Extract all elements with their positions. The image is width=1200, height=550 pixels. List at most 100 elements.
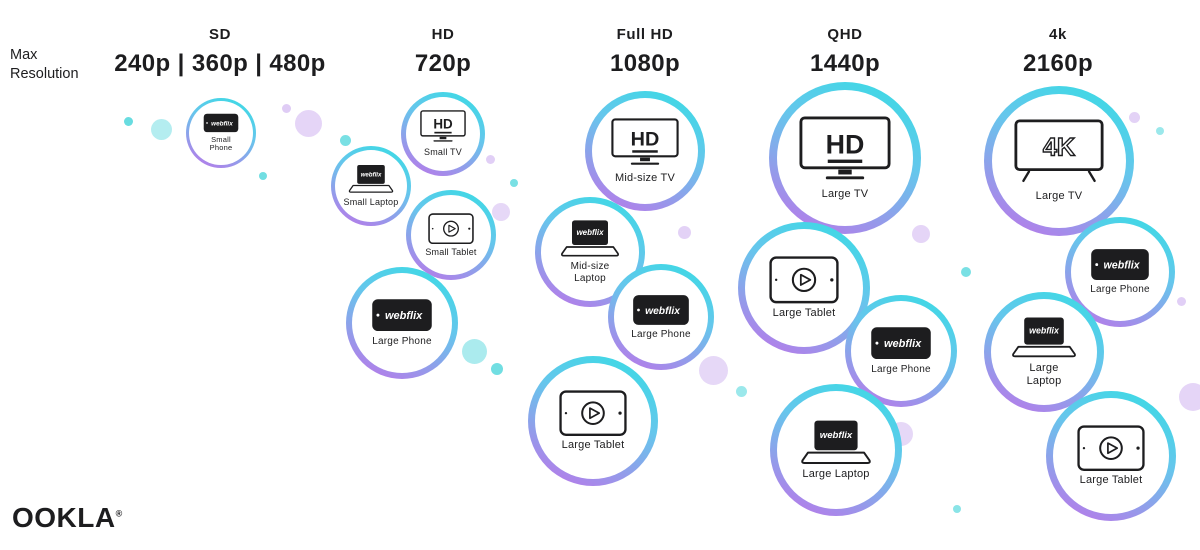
webflix-phone-icon: webflix <box>1090 248 1150 281</box>
bubble-content: webflix Large Laptop <box>991 299 1097 405</box>
bubble-4k-large-tv: 4K Large TV <box>984 86 1134 236</box>
registered-mark: ® <box>115 508 123 519</box>
bubble-label: Large Tablet <box>772 306 836 319</box>
bubble-label: Mid-size TV <box>614 171 676 184</box>
decor-dot <box>461 338 487 364</box>
bubble-label: Large Tablet <box>1079 474 1143 487</box>
bubble-label: Mid-size Laptop <box>570 261 610 284</box>
bubble-qhd-large-tv: HD Large TV <box>769 82 921 234</box>
axis-label: Max Resolution <box>10 47 79 82</box>
decor-dot <box>1176 296 1186 306</box>
bubble-content: Large Tablet <box>1053 398 1169 514</box>
decor-dot <box>912 225 930 243</box>
decor-dot <box>735 385 747 397</box>
decor-dot <box>259 172 267 180</box>
bubble-4k-large-tablet: Large Tablet <box>1046 391 1176 521</box>
svg-text:webflix: webflix <box>820 430 853 441</box>
bubble-content: webflix Mid-size Laptop <box>541 203 639 301</box>
decor-dot <box>698 355 728 385</box>
bubble-label: Large Phone <box>631 328 691 340</box>
bubble-content: HD Large TV <box>777 90 913 226</box>
webflix-laptop-icon: webflix <box>560 219 620 258</box>
webflix-phone-icon: webflix <box>371 298 433 332</box>
bubble-label: Large Phone <box>871 363 931 375</box>
bubble-label: Small Phone <box>209 134 233 153</box>
webflix-laptop-icon: webflix <box>800 419 872 465</box>
decor-dot <box>281 103 291 113</box>
bubble-fhd-large-tablet: Large Tablet <box>528 356 658 486</box>
svg-text:webflix: webflix <box>1029 326 1060 336</box>
column-resolution: 2160p <box>1022 50 1094 77</box>
bubble-4k-large-laptop: webflix Large Laptop <box>984 292 1104 412</box>
decor-dot <box>150 118 172 140</box>
column-header-qhd: QHD 1440p <box>810 26 880 78</box>
svg-text:webflix: webflix <box>385 311 423 323</box>
bubble-label: Large TV <box>821 187 869 200</box>
decor-dot <box>491 363 503 375</box>
webflix-laptop-icon: webflix <box>348 164 394 194</box>
webflix-laptop-icon: webflix <box>1011 316 1077 359</box>
webflix-phone-icon: webflix <box>870 326 932 360</box>
decor-dot <box>1128 111 1140 123</box>
bubble-label: Small TV <box>424 147 462 158</box>
bubble-content: Small Tablet <box>411 195 491 275</box>
hd-tv-icon: HD <box>799 115 891 185</box>
column-header-hd: HD 720p <box>415 26 471 78</box>
column-header-full-hd: Full HD 1080p <box>610 26 680 78</box>
bubble-content: HD Mid-size TV <box>592 98 698 204</box>
column-name: SD <box>208 26 232 43</box>
decor-dot <box>485 154 495 164</box>
svg-text:webflix: webflix <box>361 172 382 179</box>
svg-text:webflix: webflix <box>576 228 604 237</box>
column-resolution: 1440p <box>809 50 881 77</box>
column-name: HD <box>431 26 455 43</box>
bubble-fhd-mid-laptop: webflix Mid-size Laptop <box>535 197 645 307</box>
bubble-label: Large Phone <box>1090 284 1150 296</box>
bubble-label: Large Tablet <box>561 439 625 452</box>
bubble-label: Large Laptop <box>1026 361 1062 387</box>
decor-dot <box>510 179 518 187</box>
bubble-content: 4K Large TV <box>992 94 1126 228</box>
decor-dot <box>339 134 351 146</box>
column-name: Full HD <box>616 26 674 43</box>
decor-dot <box>123 116 133 126</box>
hd-tv-icon: HD <box>420 110 466 145</box>
bubble-content: Large Tablet <box>745 229 863 347</box>
bubble-hd-small-tablet: Small Tablet <box>406 190 496 280</box>
bubble-content: HD Small TV <box>406 97 480 171</box>
decor-dot <box>677 225 691 239</box>
svg-text:webflix: webflix <box>884 339 922 351</box>
svg-text:HD: HD <box>826 129 865 159</box>
decor-dot <box>961 267 971 277</box>
bubble-label: Large TV <box>1035 189 1083 202</box>
svg-text:4K: 4K <box>1043 134 1076 162</box>
bubble-fhd-mid-tv: HD Mid-size TV <box>585 91 705 211</box>
play-tablet-icon <box>559 390 627 436</box>
bubble-qhd-large-laptop: webflix Large Laptop <box>770 384 902 516</box>
column-name: QHD <box>827 26 863 43</box>
bubble-label: Large Laptop <box>802 468 870 481</box>
column-header-4k: 4k 2160p <box>1023 26 1093 78</box>
column-name: 4k <box>1049 26 1067 43</box>
decor-dot <box>294 109 322 137</box>
column-header-sd: SD 240p | 360p | 480p <box>114 26 325 78</box>
bubble-hd-small-tv: HD Small TV <box>401 92 485 176</box>
play-tablet-icon <box>1077 425 1145 471</box>
webflix-phone-icon: webflix <box>632 294 690 326</box>
play-tablet-icon <box>428 212 474 244</box>
play-tablet-icon <box>769 256 839 304</box>
bubble-content: Large Tablet <box>535 363 651 479</box>
svg-text:webflix: webflix <box>645 305 681 316</box>
hd-tv-icon: HD <box>611 117 679 169</box>
svg-text:webflix: webflix <box>1104 260 1141 272</box>
bubble-hd-small-laptop: webflix Small Laptop <box>331 146 411 226</box>
decor-dot <box>1179 383 1200 411</box>
